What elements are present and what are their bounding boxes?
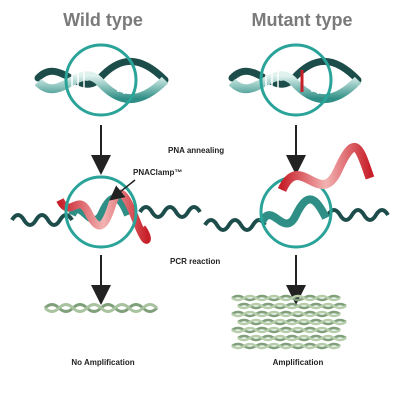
mt-top-circle [259, 43, 333, 117]
amplified-product-strand [231, 326, 341, 334]
amplified-product-strand [237, 302, 347, 310]
wt-product [43, 303, 159, 313]
amplified-product-strand [231, 326, 341, 334]
wt-top-helix [34, 43, 169, 117]
pna-probe-wt [56, 189, 151, 244]
pna-annealing-label: PNA annealing [168, 146, 225, 155]
amplified-product-strand [231, 342, 341, 350]
amplified-product-strand [237, 302, 347, 310]
no-amplification-label: No Amplification [71, 358, 135, 367]
mutant-type-title: Mutant type [251, 10, 353, 30]
pna-probe-mt [277, 142, 375, 193]
amplified-product-strand [237, 318, 347, 326]
pcr-reaction-label: PCR reaction [170, 257, 221, 266]
amplified-product-strand [237, 334, 347, 342]
amplified-product-strand [231, 310, 341, 318]
amplified-product-strand [237, 318, 347, 326]
amplification-label: Amplification [272, 358, 324, 367]
amplified-product-strand [231, 294, 341, 302]
amplified-product-strand [231, 310, 341, 318]
pnaclamp-label: PNAClamp™ [133, 168, 183, 177]
amplified-product-strand [231, 294, 341, 302]
amplified-product-strand [231, 342, 341, 350]
wt-mid-circle [64, 175, 138, 249]
mt-annealed-complex [203, 142, 390, 249]
amplified-product-strand [237, 334, 347, 342]
wt-top-circle [64, 43, 138, 117]
wild-type-title: Wild type [63, 10, 143, 30]
pnaclamp-pointer [109, 179, 136, 201]
wt-annealed-complex [10, 175, 202, 249]
mt-products [231, 294, 347, 350]
mt-top-helix [228, 43, 362, 117]
